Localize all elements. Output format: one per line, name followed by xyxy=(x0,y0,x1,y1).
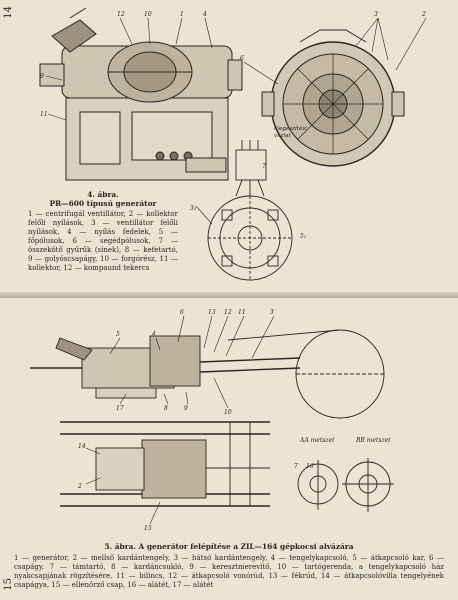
figure-5-drawing: 5 4 6 13 12 11 3 17 8 9 10 14 2 15 AA me… xyxy=(30,309,394,532)
label-b5: 5 xyxy=(116,331,120,338)
figure-5-legend: 1 — generátor, 2 — mellső kardántengely,… xyxy=(14,554,444,589)
section-views xyxy=(297,458,394,512)
label-7: 7 xyxy=(262,163,266,170)
section-bb-label: BB metszet xyxy=(355,437,391,444)
label-b7: 7 xyxy=(294,463,298,470)
section-aa-label: AA metszet xyxy=(299,437,335,444)
label-6: 6 xyxy=(240,55,244,62)
side-note: Kiegészítési vázlat xyxy=(274,126,307,139)
label-b2: 2 xyxy=(77,483,82,490)
figure-5-title: 5. ábra. A generátor felépítése a ZIL—16… xyxy=(104,542,354,551)
label-b16: 16 xyxy=(306,463,314,470)
chassis-plan-view xyxy=(60,421,270,507)
label-b12: 12 xyxy=(224,309,232,316)
label-2-top: 2 xyxy=(421,11,426,18)
label-b15: 15 xyxy=(144,525,152,532)
label-3-top: 3 xyxy=(374,11,378,18)
label-b11: 11 xyxy=(238,309,246,316)
label-b17: 17 xyxy=(116,405,124,412)
label-4: 4 xyxy=(202,11,207,18)
label-b13: 13 xyxy=(208,309,216,316)
label-b14: 14 xyxy=(78,443,86,450)
chassis-side-view xyxy=(30,329,385,419)
label-11: 11 xyxy=(40,111,48,118)
label-10: 10 xyxy=(144,11,152,18)
label-b4: 4 xyxy=(151,331,156,338)
page-top: 14 12 10 xyxy=(0,0,458,296)
label-b9: 9 xyxy=(184,405,188,412)
label-b3: 3 xyxy=(270,309,274,316)
generator-side-view xyxy=(39,7,243,181)
label-b10: 10 xyxy=(224,409,232,416)
label-b8: 8 xyxy=(164,405,168,412)
label-b6: 6 xyxy=(180,309,184,316)
label-1: 1 xyxy=(180,11,184,18)
figure-4-caption: 4. ábra. PR—600 típusú generátor 1 — cen… xyxy=(28,190,178,273)
label-3-sub: 3₂ xyxy=(190,205,197,212)
figure-4-drawing: 12 10 1 4 9 11 3 xyxy=(39,7,427,281)
label-5-sub: 5₁ xyxy=(300,233,306,240)
figure-4-title: PR—600 típusú generátor xyxy=(49,199,157,208)
label-12: 12 xyxy=(117,11,125,18)
wiring-sketch xyxy=(207,140,293,281)
label-9: 9 xyxy=(40,73,44,80)
figure-4-legend: 1 — centrifugál ventillátor, 2 — kollekt… xyxy=(28,210,178,272)
page-bottom: 15 5 4 6 xyxy=(0,298,458,600)
figure-5-caption: 5. ábra. A generátor felépítése a ZIL—16… xyxy=(14,542,444,590)
figure-4-number: 4. ábra. xyxy=(87,190,119,199)
generator-end-view xyxy=(261,29,405,167)
page-gutter xyxy=(0,292,458,302)
